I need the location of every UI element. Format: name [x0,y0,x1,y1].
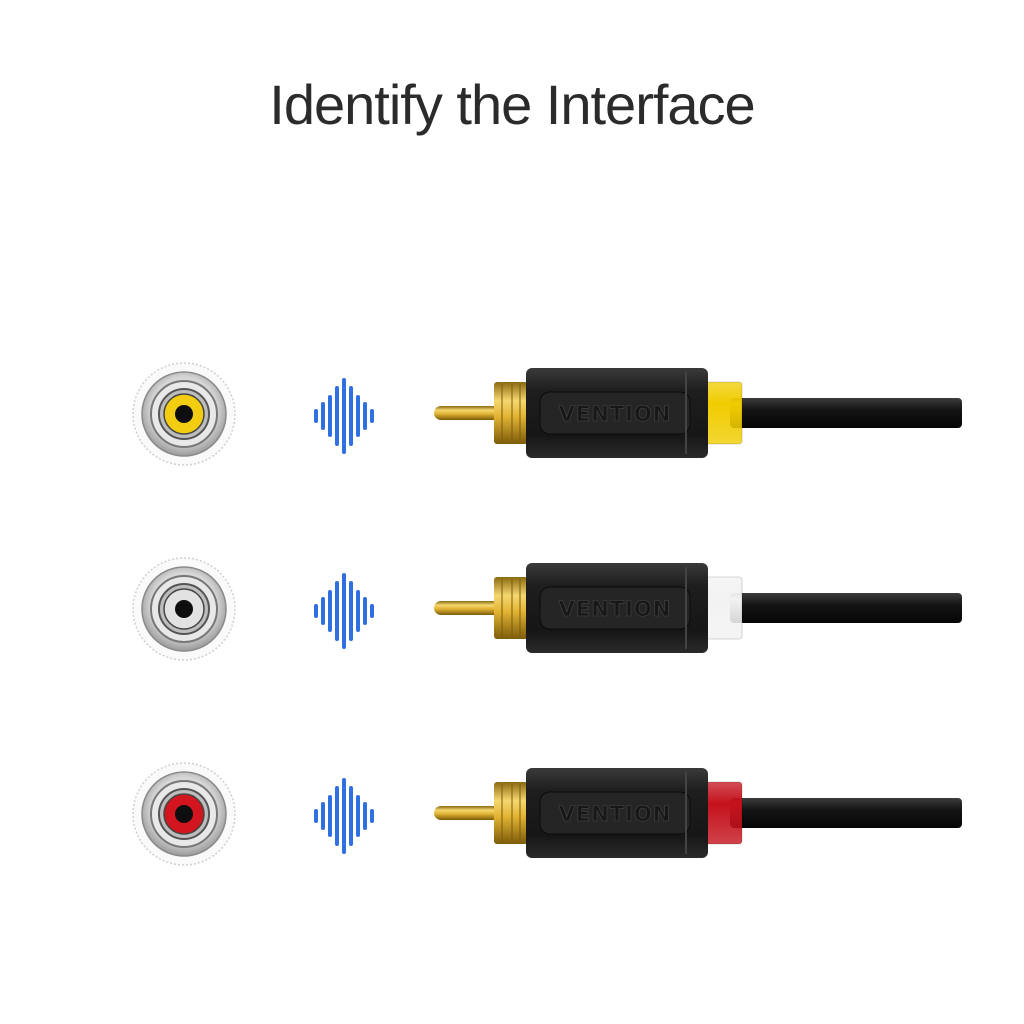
rca-socket-icon [132,362,236,466]
plug-brand-label: VENTION [559,402,672,426]
page-title: Identify the Interface [269,73,755,136]
plug-brand-label: VENTION [559,802,672,826]
rca-plug-icon: VENTION [434,368,962,458]
rca-plug-icon: VENTION [434,768,962,858]
rca-socket-icon [132,762,236,866]
connector-row-red: VENTION [0,758,1024,868]
sound-wave-icon [314,378,374,454]
rca-socket-icon [132,557,236,661]
rca-plug-icon: VENTION [434,563,962,653]
plug-brand-label: VENTION [559,597,672,621]
sound-wave-icon [314,778,374,854]
connector-row-yellow: VENTION [0,358,1024,468]
sound-wave-icon [314,573,374,649]
connector-row-white: VENTION [0,553,1024,663]
